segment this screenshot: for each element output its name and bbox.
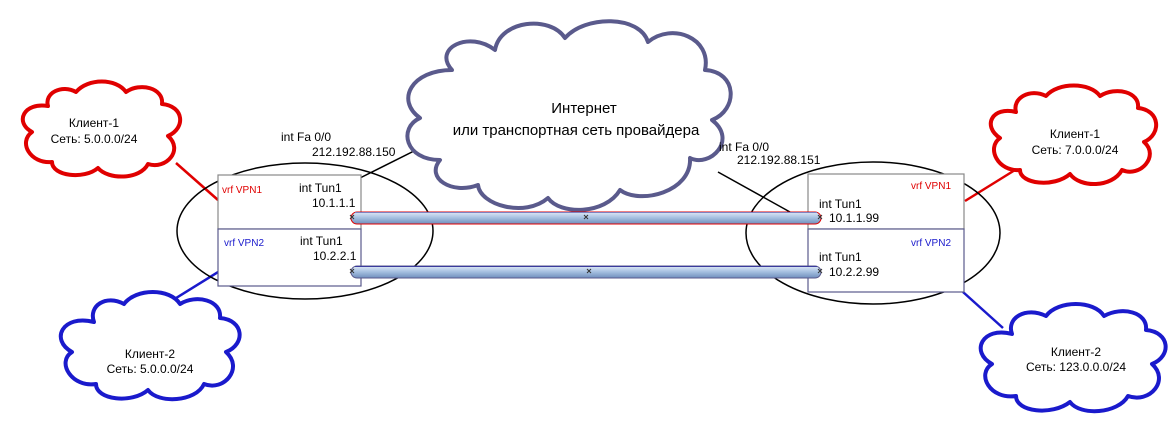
right-interface-label: int Fa 0/0 (719, 140, 769, 154)
left-vrf-vpn1-box (217, 174, 362, 230)
client-right-red-net: Сеть: 7.0.0.0/24 (1032, 143, 1119, 157)
client-left-red-name: Клиент-1 (69, 116, 119, 130)
left-vrf-vpn2-label: vrf VPN2 (224, 238, 264, 249)
client-cloud-right-blue (978, 302, 1168, 414)
left-vpn2-tunnel-ip: 10.2.2.1 (313, 249, 357, 263)
left-interface-label: int Fa 0/0 (281, 130, 331, 144)
client-left-blue-net: Сеть: 5.0.0.0/24 (107, 362, 194, 376)
right-router-ellipse (745, 161, 1001, 305)
left-vpn2-tunnel-label: int Tun1 (300, 234, 343, 248)
link-right-red-client (964, 168, 1016, 203)
right-vrf-vpn1-box (807, 173, 965, 230)
tunnel-vpn1 (350, 211, 822, 225)
tunnel-vpn2 (350, 265, 822, 279)
link-right-router-internet (717, 171, 791, 213)
right-vpn1-tunnel-label: int Tun1 (819, 197, 862, 211)
client-cloud-right-red (988, 83, 1159, 187)
left-vpn1-tunnel-ip: 10.1.1.1 (312, 196, 356, 210)
internet-sublabel: или транспортная сеть провайдера (453, 122, 700, 139)
link-right-blue-client (962, 291, 1004, 329)
internet-label: Интернет (551, 100, 617, 117)
link-left-red-client (175, 162, 219, 201)
client-left-blue-name: Клиент-2 (125, 347, 175, 361)
right-vpn2-tunnel-label: int Tun1 (819, 250, 862, 264)
left-vrf-vpn1-label: vrf VPN1 (222, 185, 262, 196)
right-vrf-vpn1-label: vrf VPN1 (911, 181, 951, 192)
right-vpn1-tunnel-ip: 10.1.1.99 (829, 211, 879, 225)
right-vrf-vpn2-label: vrf VPN2 (911, 238, 951, 249)
client-right-red-name: Клиент-1 (1050, 127, 1100, 141)
left-vpn1-tunnel-label: int Tun1 (299, 181, 342, 195)
left-interface-ip: 212.192.88.150 (312, 145, 396, 159)
client-left-red-net: Сеть: 5.0.0.0/24 (51, 132, 138, 146)
right-vrf-vpn2-box (807, 228, 965, 293)
client-cloud-left-blue (59, 290, 242, 402)
left-router-ellipse (176, 162, 434, 300)
client-cloud-left-red (20, 79, 182, 179)
left-vrf-vpn2-box (217, 228, 362, 287)
client-right-blue-name: Клиент-2 (1051, 345, 1101, 359)
right-vpn2-tunnel-ip: 10.2.2.99 (829, 265, 879, 279)
tunnel-markers (349, 214, 823, 274)
right-interface-ip: 212.192.88.151 (737, 153, 821, 167)
internet-cloud (405, 19, 733, 212)
client-right-blue-net: Сеть: 123.0.0.0/24 (1026, 360, 1126, 374)
